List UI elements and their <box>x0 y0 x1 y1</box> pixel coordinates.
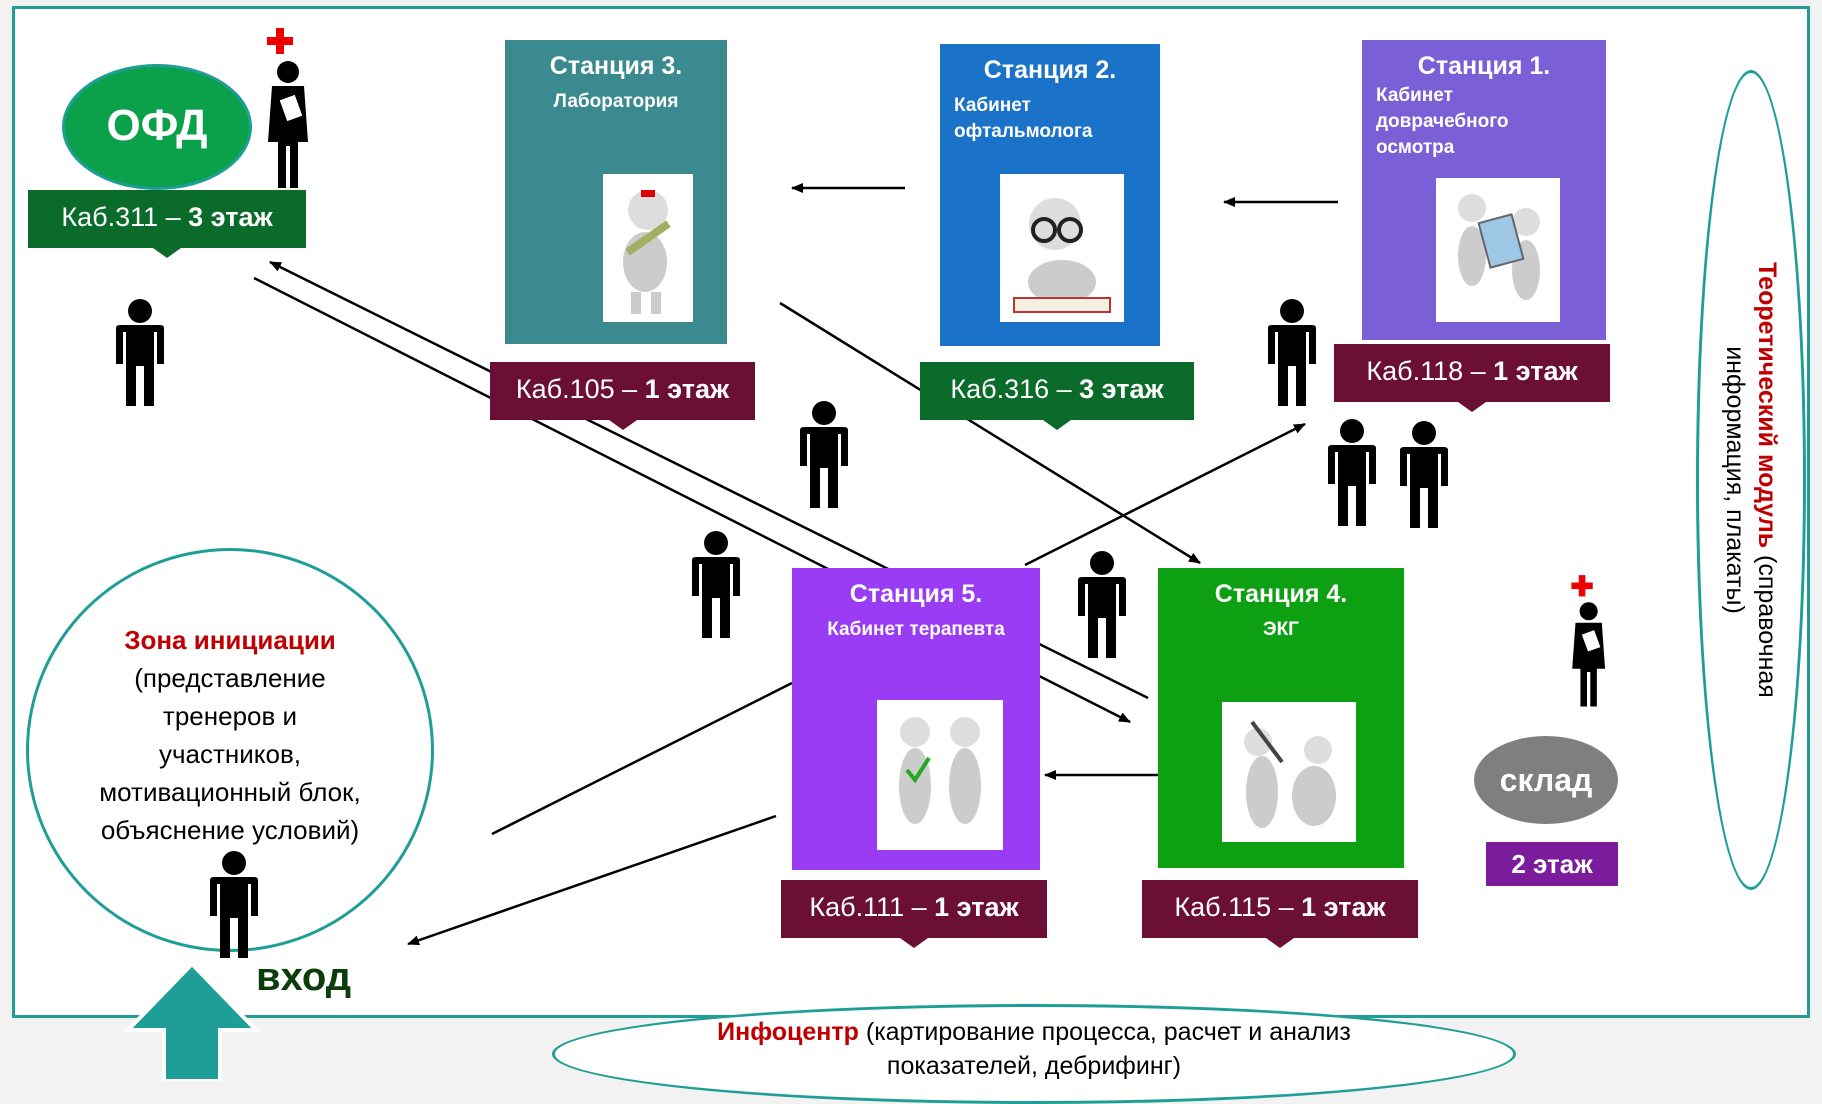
infocenter-ellipse: Инфоцентр (картирование процесса, расчет… <box>552 1004 1516 1104</box>
station-3-room-label: Каб.105 – 1 этаж <box>490 362 755 430</box>
station-4-subtitle: ЭКГ <box>1263 619 1299 640</box>
ecg-examination-image <box>1222 702 1356 842</box>
ofd-ellipse: ОФД <box>62 64 252 190</box>
participant-icon <box>1328 419 1376 526</box>
participant-icon <box>800 401 848 508</box>
arrow-st5-to-st1 <box>1024 422 1306 567</box>
sklad-ellipse: склад <box>1474 736 1618 824</box>
participant-icon <box>116 299 164 406</box>
station-2-title: Станция 2. <box>983 56 1117 84</box>
station-3-title: Станция 3. <box>549 52 683 80</box>
pre-exam-tablet-image <box>1436 178 1560 322</box>
station-1-room-label: Каб.118 – 1 этаж <box>1334 344 1610 412</box>
sklad-label: склад <box>1499 762 1593 798</box>
station-1-subtitle: Кабинет доврачебного осмотра <box>1376 85 1509 158</box>
sklad-floor-label: 2 этаж <box>1486 842 1618 886</box>
lab-nurse-syringe-image <box>603 174 693 322</box>
line-st5-to-init <box>491 681 793 836</box>
participant-icon <box>210 851 258 958</box>
station-1-card: Станция 1. Кабинет доврачебного осмотра <box>1362 40 1606 340</box>
participant-icon <box>1400 421 1448 528</box>
medical-staff-icon <box>267 28 308 188</box>
entrance-label: вход <box>256 955 352 999</box>
station-5-card: Станция 5. Кабинет терапевта <box>792 568 1040 870</box>
station-5-room-label: Каб.111 – 1 этаж <box>781 880 1047 948</box>
station-5-subtitle: Кабинет терапевта <box>827 619 1005 640</box>
theory-module-ellipse <box>1696 70 1806 890</box>
participant-icon <box>1268 299 1316 406</box>
ofd-room-label: Каб.311 – 3 этаж <box>28 190 306 258</box>
station-4-card: Станция 4. ЭКГ <box>1158 568 1404 868</box>
station-2-room-label: Каб.316 – 3 этаж <box>920 362 1194 430</box>
arrow-st2-to-st4 <box>779 301 1201 565</box>
medical-staff-icon <box>1571 575 1606 707</box>
ophthalmologist-glasses-image <box>1000 174 1124 322</box>
entrance-arrow-icon <box>123 961 261 1081</box>
station-3-subtitle: Лаборатория <box>553 91 679 112</box>
ofd-label: ОФД <box>106 101 208 150</box>
station-5-title: Станция 5. <box>849 580 983 608</box>
station-2-card: Станция 2. Кабинет офтальмолога <box>940 44 1160 346</box>
arrow-st5-to-entrance <box>407 814 777 946</box>
station-4-room-label: Каб.115 – 1 этаж <box>1142 880 1418 948</box>
station-2-subtitle: Кабинет офтальмолога <box>954 95 1093 142</box>
participant-icon <box>1078 551 1126 658</box>
participant-icon <box>692 531 740 638</box>
therapist-consultation-image <box>877 700 1003 850</box>
station-1-title: Станция 1. <box>1417 52 1551 80</box>
initiation-zone-title: Зона инициации <box>124 625 336 655</box>
station-3-card: Станция 3. Лаборатория <box>505 40 727 344</box>
station-4-title: Станция 4. <box>1214 580 1348 608</box>
